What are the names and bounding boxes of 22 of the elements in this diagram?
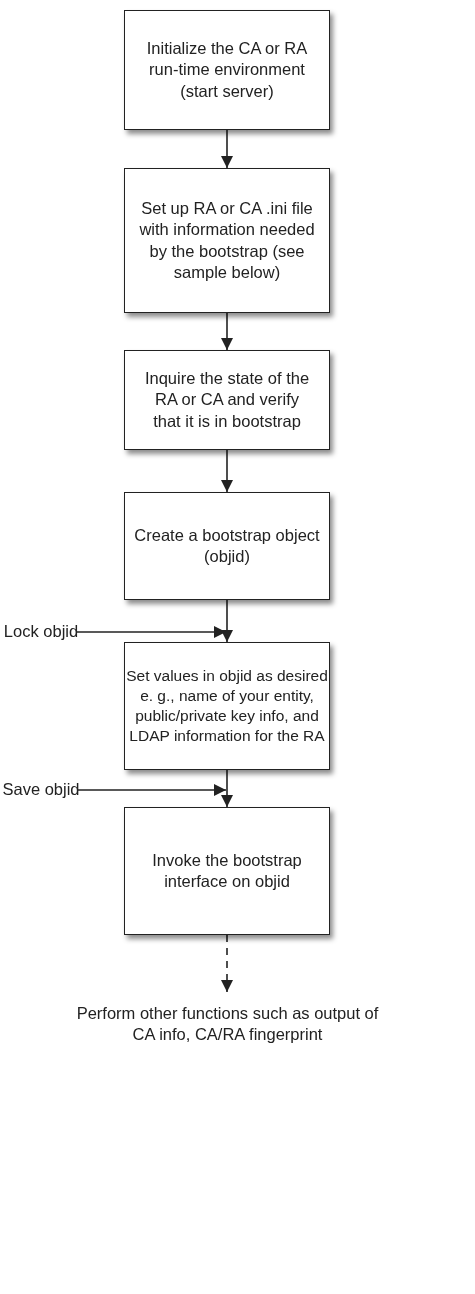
process-box <box>124 492 330 600</box>
note-text: Lock objid <box>3 621 79 643</box>
process-box <box>124 807 330 935</box>
arrow <box>221 449 233 493</box>
process-box <box>124 10 330 130</box>
arrow <box>221 312 233 351</box>
arrow <box>76 784 227 796</box>
step-text: Inquire the state of the RA or CA and verify that it is in bootstrap <box>143 367 311 432</box>
step-text: Invoke the bootstrap interface on objid <box>152 849 302 892</box>
step-text: Initialize the CA or RA run-time environment (start server) <box>145 37 309 102</box>
step-text: Set up RA or CA .ini file with information needed by the bootstrap (see sample below) <box>138 197 316 283</box>
step-text: Create a bootstrap object (objid) <box>133 524 321 567</box>
step-text: Set values in objid as desired e. g., name of your entity, public/private key info, and LDAP information for the RA <box>126 665 328 747</box>
process-box <box>124 168 330 313</box>
note-text: Perform other functions such as output of CA info, CA/RA fingerprint <box>75 1002 380 1045</box>
arrow <box>221 599 233 643</box>
note-text: Save objid <box>2 779 80 801</box>
arrow <box>221 934 233 993</box>
arrow <box>221 769 233 808</box>
process-box <box>124 350 330 450</box>
arrow <box>221 129 233 169</box>
process-box <box>124 642 330 770</box>
